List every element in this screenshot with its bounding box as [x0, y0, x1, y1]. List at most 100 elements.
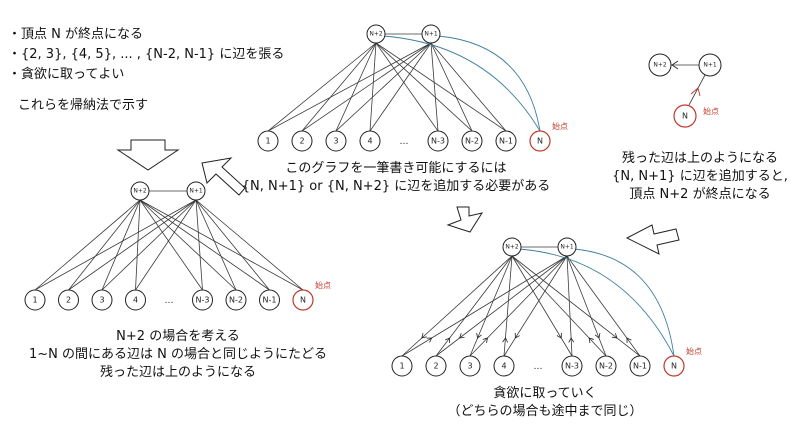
node-n-plus-2	[366, 24, 386, 44]
edge-arrowhead	[671, 60, 679, 70]
node-n	[529, 130, 551, 152]
graph-edge	[511, 255, 573, 357]
node-3	[325, 130, 347, 152]
direction-arrow	[502, 337, 509, 343]
node-3	[91, 289, 113, 311]
graph-edge	[503, 255, 568, 357]
node-n-plus-2	[130, 181, 150, 201]
node-label: 1	[32, 296, 37, 305]
node-3	[459, 355, 481, 377]
intro-text: ・頂点 N が終点になる ・{2, 3}, {4, 5}, ... , {N-2…	[8, 26, 284, 113]
graph-edge	[135, 199, 197, 291]
up-right-arrow-right	[625, 224, 680, 255]
node-label: 4	[367, 137, 372, 146]
node-n-3	[192, 289, 213, 311]
graph-edge	[195, 199, 270, 291]
node-label: 1	[265, 137, 270, 146]
graph-edge	[34, 199, 141, 291]
node-label: N-3	[431, 137, 445, 146]
node-n-plus-1-label: N+1	[703, 62, 717, 69]
direction-arrow	[444, 337, 451, 344]
node-label: N-2	[599, 362, 613, 371]
node-label: N-2	[229, 296, 243, 305]
node-2	[58, 289, 79, 311]
direction-arrow	[556, 332, 562, 339]
direction-arrow	[594, 333, 601, 339]
graph-edge	[566, 255, 641, 357]
node-label: 1	[399, 362, 404, 371]
graph-edge	[375, 42, 473, 132]
node-n-plus-1-label: N+1	[560, 244, 574, 251]
graph-edge	[267, 42, 377, 132]
graph-edge	[566, 255, 607, 357]
node-n-plus-1	[698, 53, 722, 77]
direction-arrow	[588, 337, 594, 343]
node-label: 2	[299, 137, 304, 146]
node-n-plus-2-label: N+2	[505, 244, 519, 251]
node-n	[663, 355, 685, 377]
node-2	[425, 355, 447, 377]
node-n-plus-1	[186, 181, 206, 201]
node-1	[391, 355, 413, 377]
node-n-plus-1	[421, 24, 441, 44]
direction-arrow	[426, 337, 433, 343]
graph-edge-to-n	[573, 248, 675, 357]
caption-right-line-3: 頂点 N+2 が終点になる	[629, 186, 770, 202]
graph-edge	[101, 199, 197, 291]
direction-arrow	[514, 332, 520, 339]
caption-left-line-3: 残った辺は上のようになる	[100, 365, 256, 380]
node-n-plus-1-label: N+1	[189, 188, 203, 195]
start-label: 始点	[315, 280, 331, 290]
direction-arrow	[458, 333, 465, 339]
graph-edge-to-n	[195, 199, 304, 291]
node-2	[291, 130, 313, 152]
intro-bullet-1: ・頂点 N が終点になる	[8, 26, 143, 42]
caption-left-line-1: N+2 の場合を考える	[116, 329, 240, 344]
graph-edge	[503, 255, 513, 357]
intro-induction: これらを帰納法で示す	[18, 97, 148, 113]
node-n-1	[629, 355, 651, 377]
start-label: 始点	[686, 346, 702, 356]
node-4	[493, 355, 515, 377]
caption-right: 残った辺は上のようになる {N, N+1} に辺を追加すると, 頂点 N+2 が…	[612, 151, 788, 202]
ellipsis: …	[534, 362, 543, 372]
graph-edge	[139, 199, 237, 291]
graph-edge	[566, 255, 573, 357]
graph-edge	[469, 255, 568, 357]
node-n	[292, 289, 314, 311]
node-n-3	[561, 355, 583, 377]
ellipsis: …	[400, 137, 409, 147]
node-label: N-3	[196, 296, 210, 305]
node-label: N-1	[633, 362, 647, 371]
graph-edge	[430, 42, 473, 132]
graph-edge-to-n	[382, 35, 541, 132]
node-label: N-1	[499, 137, 513, 146]
node-n-plus-2-label: N+2	[369, 31, 383, 38]
graph-edge	[135, 199, 141, 291]
graph-edge	[139, 199, 203, 291]
up-left-arrow-middle	[201, 157, 246, 196]
node-label: N	[682, 112, 688, 121]
graph-edge	[430, 42, 507, 132]
red-arrowhead	[690, 87, 701, 97]
graph-edge	[375, 42, 439, 132]
node-1	[257, 130, 279, 152]
node-n-plus-2	[648, 53, 672, 77]
caption-bottom: 貪欲に取っていく （どちらの場合も途中まで同じ）	[447, 385, 642, 419]
node-label: N	[671, 362, 677, 371]
graph-edge	[511, 255, 607, 357]
graph-edge	[195, 199, 237, 291]
graph-edge	[335, 42, 432, 132]
caption-left: N+2 の場合を考える 1~N の間にある辺は N の場合と同じようにたどる 残…	[29, 329, 327, 380]
graph-edge	[369, 42, 432, 132]
node-label: N-2	[465, 137, 479, 146]
graph-edge	[68, 199, 141, 291]
caption-bottom-line-2: （どちらの場合も途中まで同じ）	[447, 403, 642, 419]
node-label: 4	[501, 362, 506, 371]
node-n-2	[225, 289, 247, 311]
graph-edge	[34, 199, 197, 291]
